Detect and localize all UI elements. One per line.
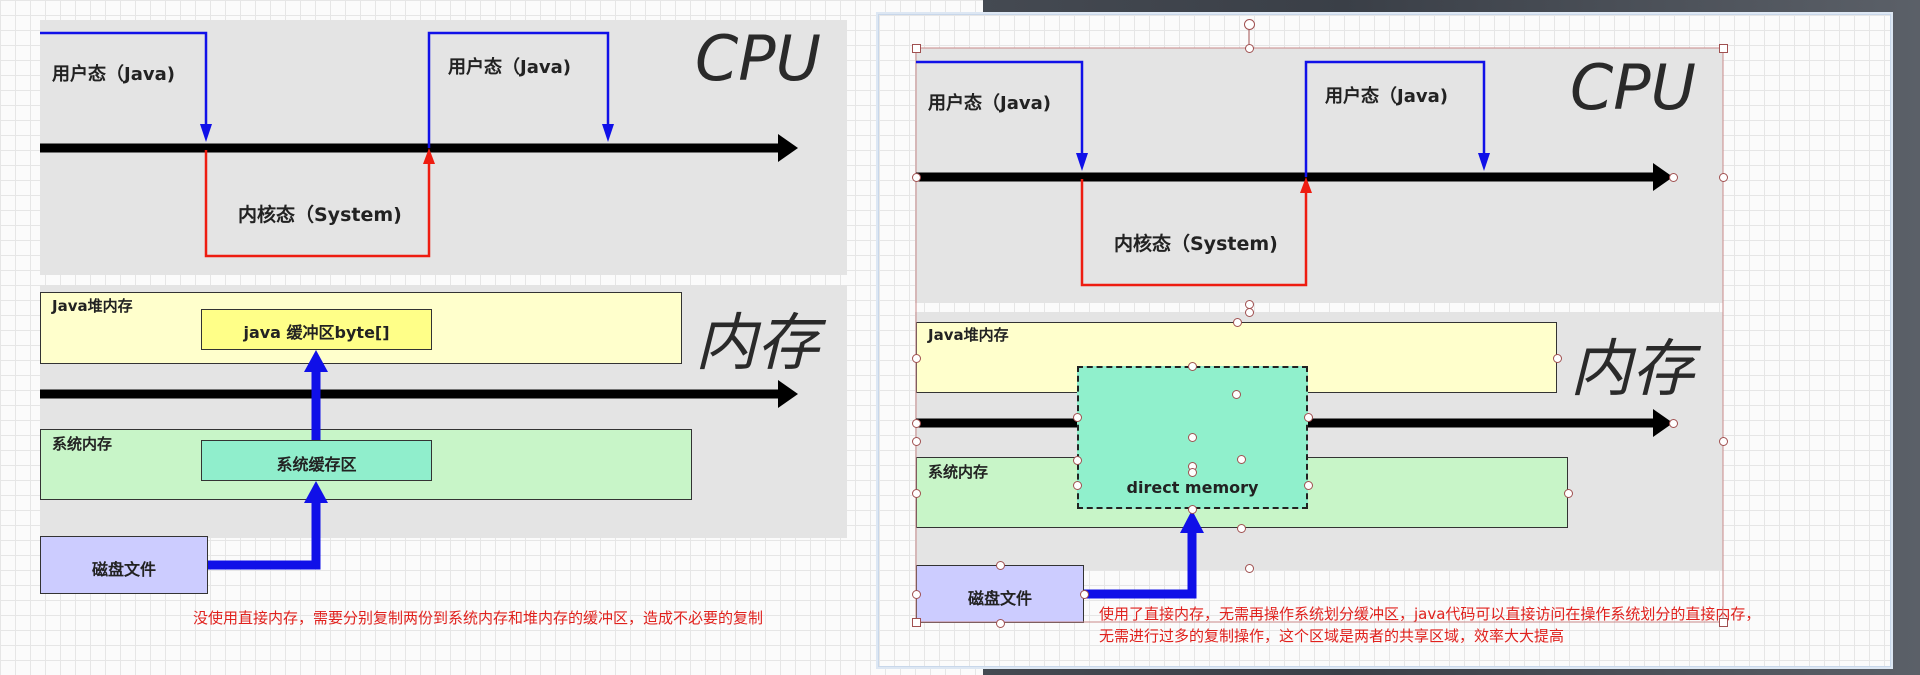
handle-direct-bottom[interactable] xyxy=(1188,505,1197,514)
handle-disk-left[interactable] xyxy=(912,590,921,599)
handle-heap-left[interactable] xyxy=(912,354,921,363)
disk-to-cache-head xyxy=(304,481,328,503)
handle-direct-left-2[interactable] xyxy=(1073,456,1082,465)
handle-memtimeline-left[interactable] xyxy=(912,419,921,428)
handle-sysmem-right[interactable] xyxy=(1564,489,1573,498)
selection-handle-bl[interactable] xyxy=(912,618,921,627)
handle-memtimeline-right[interactable] xyxy=(1669,419,1678,428)
user-mode-line-2-right xyxy=(1304,60,1486,177)
handle-cpu-right[interactable] xyxy=(1669,173,1678,182)
handle-heap-top[interactable] xyxy=(1233,318,1242,327)
handle-cpu-left[interactable] xyxy=(912,173,921,182)
user-mode-line-2 xyxy=(427,31,610,148)
left-note: 没使用直接内存，需要分别复制两份到系统内存和堆内存的缓冲区，造成不必要的复制 xyxy=(193,609,764,627)
handle-direct-bottom-left[interactable] xyxy=(1073,481,1082,490)
java-heap-label-right: Java堆内存 xyxy=(928,326,1009,344)
disk-to-direct-head xyxy=(1180,510,1204,533)
disk-file-box xyxy=(40,536,208,594)
disk-to-direct-arrow xyxy=(1084,530,1197,599)
user-mode-label-1: 用户态（Java) xyxy=(52,64,175,85)
handle-sysmem-left[interactable] xyxy=(912,489,921,498)
handle-direct-inner-3[interactable] xyxy=(1237,455,1246,464)
handle-direct-inner-2[interactable] xyxy=(1188,433,1197,442)
user-mode-label-1-right: 用户态（Java) xyxy=(928,93,1051,114)
handle-direct-inner-1[interactable] xyxy=(1232,390,1241,399)
system-cache-box xyxy=(201,440,432,481)
user-mode-arrow-2 xyxy=(602,124,614,142)
system-memory-label: 系统内存 xyxy=(52,435,113,453)
disk-file-label-right: 磁盘文件 xyxy=(967,589,1032,608)
user-mode-arrow-2-right xyxy=(1478,153,1490,171)
cpu-title: CPU xyxy=(695,22,822,95)
handle-disk-right[interactable] xyxy=(1080,590,1089,599)
handle-disk-bottom[interactable] xyxy=(996,619,1005,628)
right-note-line-1: 使用了直接内存，无需再操作系统划分缓冲区，java代码可以直接访问在操作系统划分… xyxy=(1099,605,1761,623)
right-note-line-2: 无需进行过多的复制操作，这个区域是两者的共享区域，效率大大提高 xyxy=(1099,627,1565,645)
direct-memory-label: direct memory xyxy=(1126,478,1259,497)
kernel-mode-line-right xyxy=(1080,179,1308,287)
left-arrows xyxy=(40,31,798,570)
kernel-mode-label-right: 内核态（System) xyxy=(1114,233,1278,255)
handle-heap-right[interactable] xyxy=(1553,354,1562,363)
cpu-title-right: CPU xyxy=(1570,51,1697,124)
handle-direct-right-2[interactable] xyxy=(1304,481,1313,490)
cpu-timeline-head xyxy=(778,134,798,162)
java-buffer-box xyxy=(201,309,432,350)
handle-cpu-far-right[interactable] xyxy=(1719,173,1728,182)
user-mode-arrow-1 xyxy=(200,124,212,142)
kernel-mode-label: 内核态（System) xyxy=(238,204,402,226)
selection-handle-tr[interactable] xyxy=(1719,44,1728,53)
java-heap-label: Java堆内存 xyxy=(52,297,133,315)
disk-file-box-right xyxy=(916,565,1084,623)
user-mode-label-2: 用户态（Java) xyxy=(448,57,571,78)
user-mode-line-1-right xyxy=(916,60,1084,160)
kernel-mode-line xyxy=(204,150,431,258)
memory-title-right: 内存 xyxy=(1570,332,1695,405)
cache-to-buffer-head xyxy=(304,350,328,372)
handle-bottom-mid[interactable] xyxy=(1245,564,1254,573)
handle-right-mid[interactable] xyxy=(1719,437,1728,446)
selection-frame xyxy=(915,47,1724,623)
handle-zone-split-2[interactable] xyxy=(1245,308,1254,317)
disk-to-cache-arrow xyxy=(208,500,321,570)
memory-title: 内存 xyxy=(695,306,820,379)
selection-handle-br[interactable] xyxy=(1719,618,1728,627)
user-mode-line-1 xyxy=(40,31,208,132)
disk-file-label: 磁盘文件 xyxy=(91,560,156,579)
java-buffer-label: java 缓冲区byte[] xyxy=(243,323,390,342)
cpu-timeline-head-right xyxy=(1653,163,1673,191)
handle-sysmem-bottom[interactable] xyxy=(1237,524,1246,533)
system-memory-label-right: 系统内存 xyxy=(928,463,989,481)
memory-timeline-head xyxy=(778,380,798,408)
handle-disk-top[interactable] xyxy=(996,561,1005,570)
handle-direct-left-1[interactable] xyxy=(1073,413,1082,422)
handle-direct-right-1[interactable] xyxy=(1304,413,1313,422)
system-cache-label: 系统缓存区 xyxy=(276,455,357,474)
handle-left-mid[interactable] xyxy=(912,437,921,446)
user-mode-label-2-right: 用户态（Java) xyxy=(1325,86,1448,107)
rotate-handle[interactable] xyxy=(1244,19,1255,30)
kernel-mode-arrow xyxy=(423,148,435,164)
left-diagram-canvas: CPU 内存 用户态（Java) 用户态（Java) 内核态（System) J… xyxy=(0,0,983,675)
selection-handle-tl[interactable] xyxy=(912,44,921,53)
memory-timeline-head-right xyxy=(1653,409,1673,437)
handle-direct-top[interactable] xyxy=(1188,362,1197,371)
user-mode-arrow-1-right xyxy=(1076,153,1088,171)
handle-top-mid[interactable] xyxy=(1245,44,1254,53)
kernel-mode-arrow-right xyxy=(1300,177,1312,193)
handle-direct-inner-5[interactable] xyxy=(1188,468,1197,477)
